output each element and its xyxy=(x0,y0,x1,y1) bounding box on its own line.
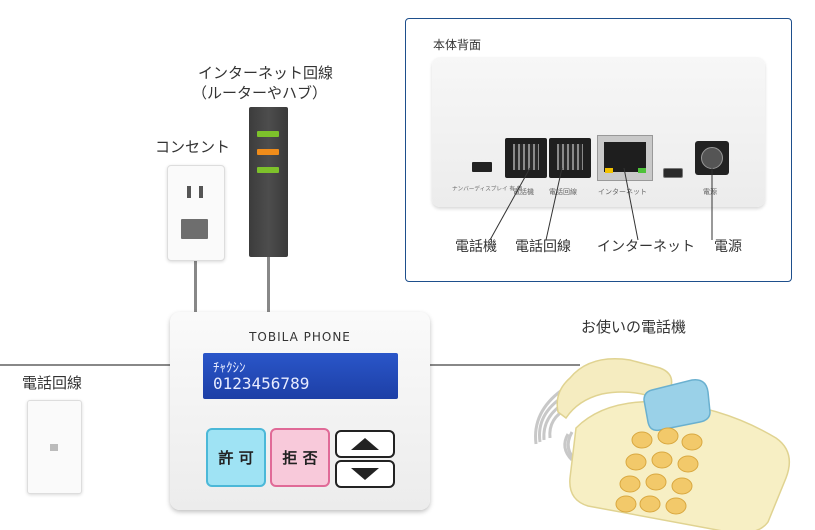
up-arrow-icon xyxy=(351,438,379,450)
line-port-tiny-label: 電話回線 xyxy=(549,188,577,196)
wall-line-cable xyxy=(0,364,172,366)
router-label-line1: インターネット回線 xyxy=(198,64,334,82)
router-label-line2: （ルーターやハブ） xyxy=(192,84,328,102)
deny-button[interactable]: 拒 否 xyxy=(270,428,330,487)
power-port-tiny-label: 電源 xyxy=(703,188,717,196)
usb-port xyxy=(663,168,683,178)
outlet-label: コンセント xyxy=(155,138,231,156)
phone-cable xyxy=(430,364,580,366)
down-arrow-icon xyxy=(351,468,379,480)
rear-unit-body xyxy=(432,57,765,207)
power-outlet xyxy=(167,165,225,261)
wall-phone-jack xyxy=(27,400,82,494)
down-button[interactable] xyxy=(335,460,395,488)
lcd-line-1: ﾁｬｸｼﾝ xyxy=(213,361,246,376)
outlet-cable xyxy=(194,238,197,314)
lcd-display: ﾁｬｸｼﾝ 0123456789 xyxy=(203,353,398,399)
power-plug xyxy=(181,219,208,239)
allow-button[interactable]: 許 可 xyxy=(206,428,266,487)
device-brand: TOBILA PHONE xyxy=(249,330,351,344)
lan-port-tiny-label: インターネット xyxy=(598,188,647,196)
router-led-green-top xyxy=(257,131,279,137)
phone-port-tiny-label: 電話機 xyxy=(513,188,534,196)
callout-internet: インターネット xyxy=(597,239,695,255)
router-device xyxy=(249,107,288,257)
router-cable xyxy=(267,255,270,314)
callout-power: 電源 xyxy=(714,239,742,255)
up-button[interactable] xyxy=(335,430,395,458)
callout-phone-line: 電話回線 xyxy=(515,239,571,255)
router-led-green-bottom xyxy=(257,167,279,173)
switch-tiny-label: ナンバーディスプレイ 有 無 xyxy=(452,185,523,193)
router-led-orange xyxy=(257,149,279,155)
telephone-label: お使いの電話機 xyxy=(581,318,687,336)
lcd-line-2: 0123456789 xyxy=(213,374,310,393)
phone-port xyxy=(505,138,547,178)
callout-phone: 電話機 xyxy=(455,239,497,255)
callout-leader-lines xyxy=(489,167,713,241)
line-port xyxy=(549,138,591,178)
display-switch xyxy=(472,162,492,172)
wall-jack-label: 電話回線 xyxy=(22,374,83,392)
rear-panel-title: 本体背面 xyxy=(433,38,482,52)
telephone-illustration xyxy=(534,358,791,530)
